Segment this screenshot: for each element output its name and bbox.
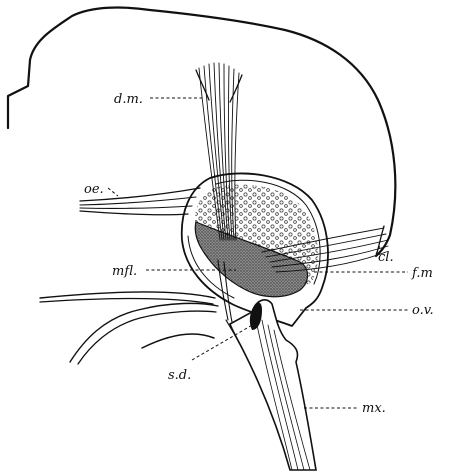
leader-oe: [108, 188, 118, 196]
maxilla: [226, 300, 316, 470]
label-mx: mx.: [362, 401, 386, 416]
label-oe: oe.: [84, 182, 104, 197]
label-ov: o.v.: [412, 303, 434, 318]
label-cl: cl.: [378, 250, 394, 265]
label-fm: f.m: [411, 266, 433, 281]
label-mfl: mfl.: [112, 264, 137, 279]
label-dm: d.m.: [114, 92, 143, 107]
label-sd: s.d.: [168, 368, 191, 383]
